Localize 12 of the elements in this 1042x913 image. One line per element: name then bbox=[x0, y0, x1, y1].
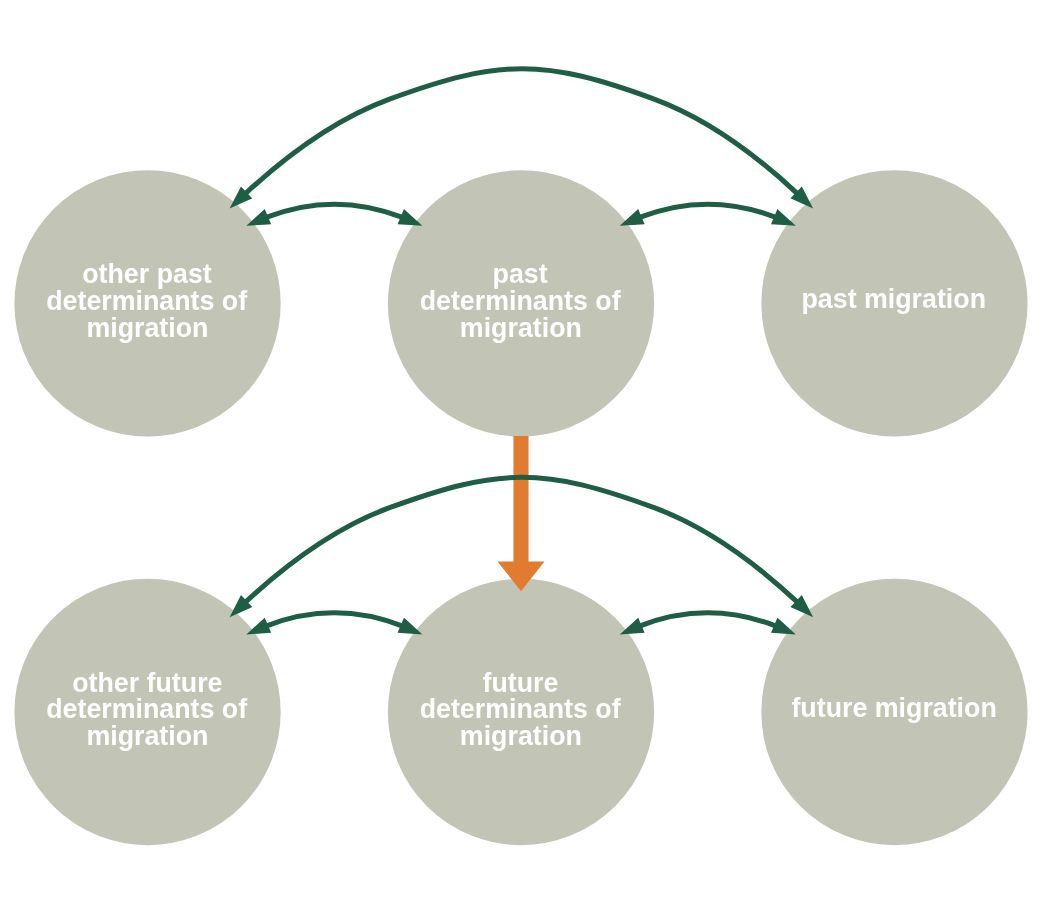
node-circle: future migration bbox=[761, 578, 1028, 846]
arrow bbox=[229, 66, 814, 209]
arrow bbox=[246, 201, 423, 226]
arrow bbox=[619, 610, 796, 635]
node-circle: past migration bbox=[761, 170, 1028, 437]
node-circle: other past determinants of migration bbox=[14, 170, 281, 437]
node-circle: future determinants of migration bbox=[387, 578, 655, 846]
arrow bbox=[246, 610, 423, 635]
node-circle: other future determinants of migration bbox=[14, 578, 281, 846]
node-circle: past determinants of migration bbox=[387, 170, 655, 437]
arrow bbox=[619, 201, 796, 226]
arrow bbox=[229, 474, 814, 618]
